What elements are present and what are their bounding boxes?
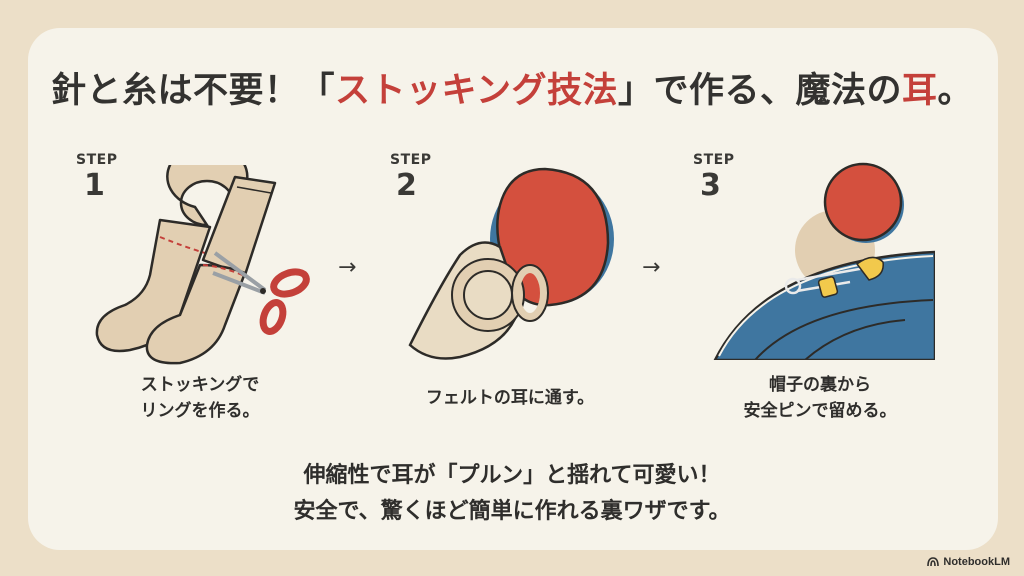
step-1-caption-line2: リングを作る。 (140, 401, 260, 421)
step-2-number: 2 (396, 168, 417, 203)
step-1-caption: ストッキングで リングを作る。 (110, 372, 290, 424)
summary-line1: 伸縮性で耳が「プルン」と揺れて可愛い！ (303, 463, 721, 488)
stockings-scissors-icon (95, 165, 310, 365)
summary-text: 伸縮性で耳が「プルン」と揺れて可愛い！ 安全で、驚くほど簡単に作れる裏ワザです。 (0, 458, 1024, 530)
step-3-caption: 帽子の裏から 安全ピンで留める。 (720, 372, 920, 424)
felt-ear-ring-icon (408, 167, 614, 360)
notebooklm-logo-icon (927, 557, 940, 567)
arrow-step1-to-step2: → (338, 255, 357, 280)
title-prefix: 針と糸は不要！「 (50, 71, 335, 111)
brand-label: NotebookLM (943, 556, 1010, 568)
step-3-caption-line2: 安全ピンで留める。 (743, 401, 897, 421)
title-middle: 」で作る、魔法の (617, 71, 902, 111)
arrow-step2-to-step3: → (642, 255, 661, 280)
slide-title: 針と糸は不要！「ストッキング技法」で作る、魔法の耳。 (0, 62, 1024, 113)
step-3-label: STEP (693, 152, 735, 168)
step-2-label: STEP (390, 152, 432, 168)
step-2-caption-line1: フェルトの耳に通す。 (425, 388, 595, 408)
step-1-number: 1 (84, 168, 105, 203)
title-highlight: ストッキング技法 (335, 71, 618, 111)
step-1-label: STEP (76, 152, 118, 168)
title-highlight-ear: 耳 (901, 71, 938, 111)
title-suffix: 。 (937, 71, 973, 111)
step-2-caption: フェルトの耳に通す。 (400, 385, 620, 411)
notebooklm-brand: NotebookLM (927, 556, 1010, 568)
summary-line2: 安全で、驚くほど簡単に作れる裏ワザです。 (293, 499, 731, 524)
hat-safety-pin-icon (713, 162, 935, 360)
step-1-caption-line1: ストッキングで (140, 375, 260, 395)
step-3-caption-line1: 帽子の裏から (769, 375, 871, 395)
step-3-number: 3 (700, 168, 721, 203)
